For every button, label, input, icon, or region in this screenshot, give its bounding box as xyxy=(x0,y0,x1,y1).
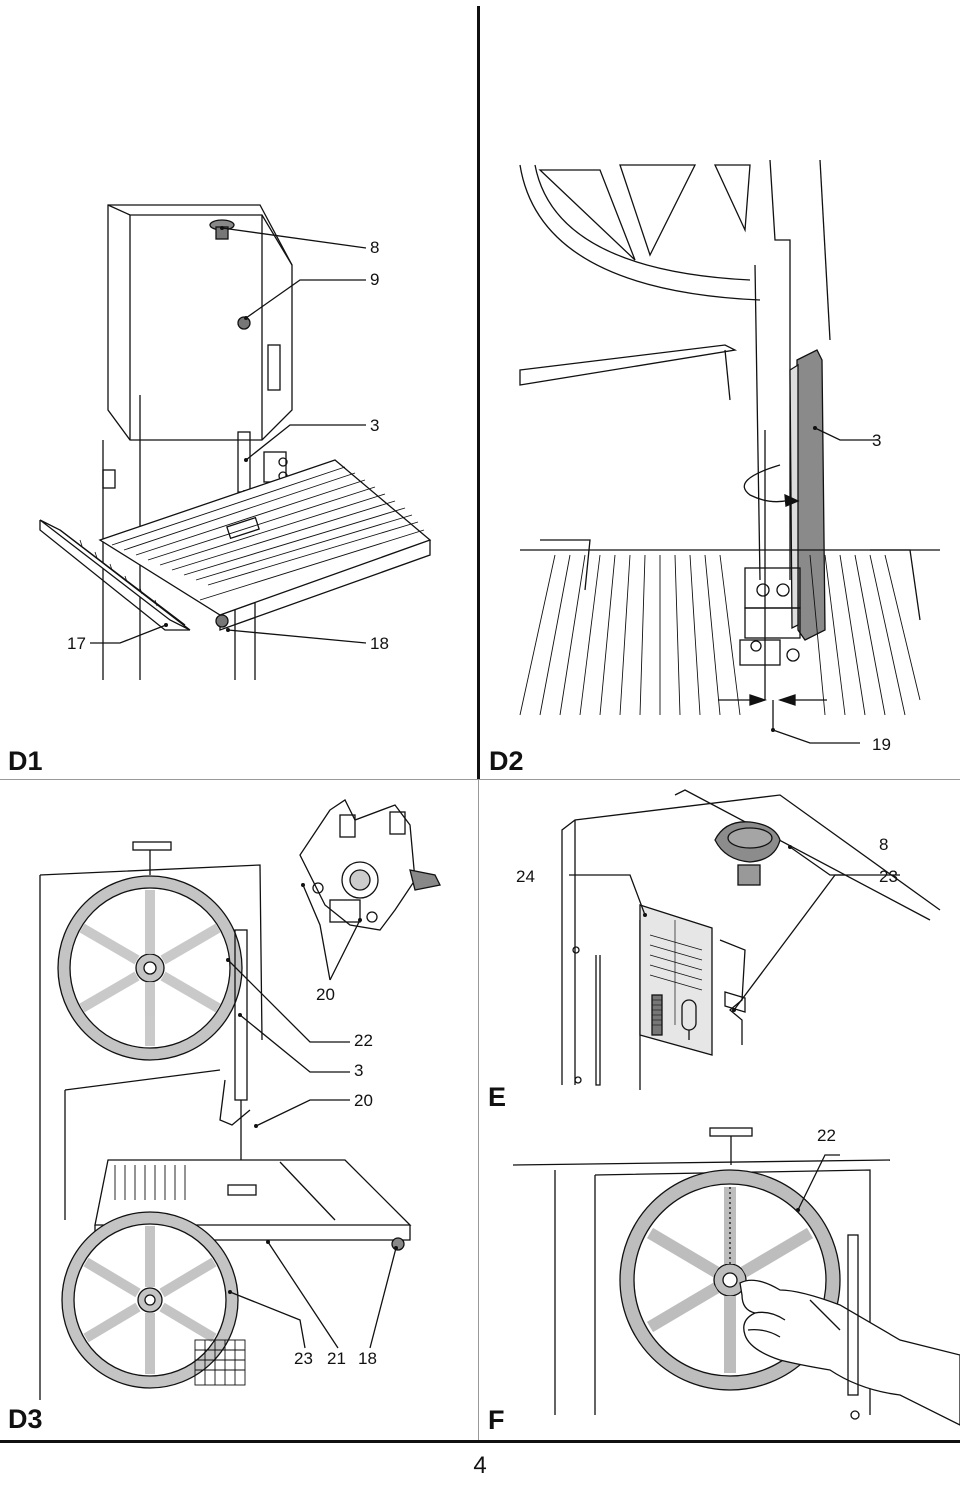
panel-label-f: F xyxy=(488,1405,505,1435)
callout-17: 17 xyxy=(67,634,86,653)
callout-18: 18 xyxy=(358,1349,377,1368)
horizontal-divider-bottom xyxy=(0,1440,960,1443)
panel-label-d2: D2 xyxy=(489,746,524,776)
horizontal-divider-middle xyxy=(0,779,960,780)
panel-d1: 8 9 3 17 18 D1 xyxy=(0,0,477,779)
panel-label-e: E xyxy=(488,1082,507,1112)
d3-wheel-assembly-illustration xyxy=(39,799,441,1400)
callout-22: 22 xyxy=(817,1126,836,1145)
f-wheel-turning-illustration xyxy=(512,1127,960,1426)
e-tension-scale-illustration xyxy=(561,789,941,1090)
panel-e: 8 24 23 E xyxy=(480,780,960,1115)
callout-22: 22 xyxy=(354,1031,373,1050)
callout-3: 3 xyxy=(354,1061,364,1080)
d1-bandsaw-illustration xyxy=(39,204,432,680)
callout-18: 18 xyxy=(370,634,389,653)
callout-8: 8 xyxy=(370,238,380,257)
callout-3: 3 xyxy=(872,431,882,450)
callout-23: 23 xyxy=(294,1349,313,1368)
callout-23: 23 xyxy=(879,867,898,886)
callout-20-top: 20 xyxy=(316,985,335,1004)
callout-20-bottom: 20 xyxy=(354,1091,373,1110)
callout-21: 21 xyxy=(327,1349,346,1368)
callout-19: 19 xyxy=(872,735,891,754)
panel-d2: 3 19 D2 xyxy=(480,0,960,779)
d2-blade-guide-illustration xyxy=(519,159,940,744)
callout-9: 9 xyxy=(370,270,380,289)
vertical-divider-top xyxy=(477,6,480,780)
callout-3: 3 xyxy=(370,416,380,435)
panel-label-d1: D1 xyxy=(8,746,43,776)
panel-f: 22 F xyxy=(480,1115,960,1440)
vertical-divider-bottom xyxy=(478,780,479,1440)
callout-24: 24 xyxy=(516,867,535,886)
page-number: 4 xyxy=(473,1452,487,1479)
callout-8: 8 xyxy=(879,835,889,854)
panel-d3: 20 22 3 20 23 21 18 D3 xyxy=(0,780,478,1440)
panel-label-d3: D3 xyxy=(8,1404,43,1434)
